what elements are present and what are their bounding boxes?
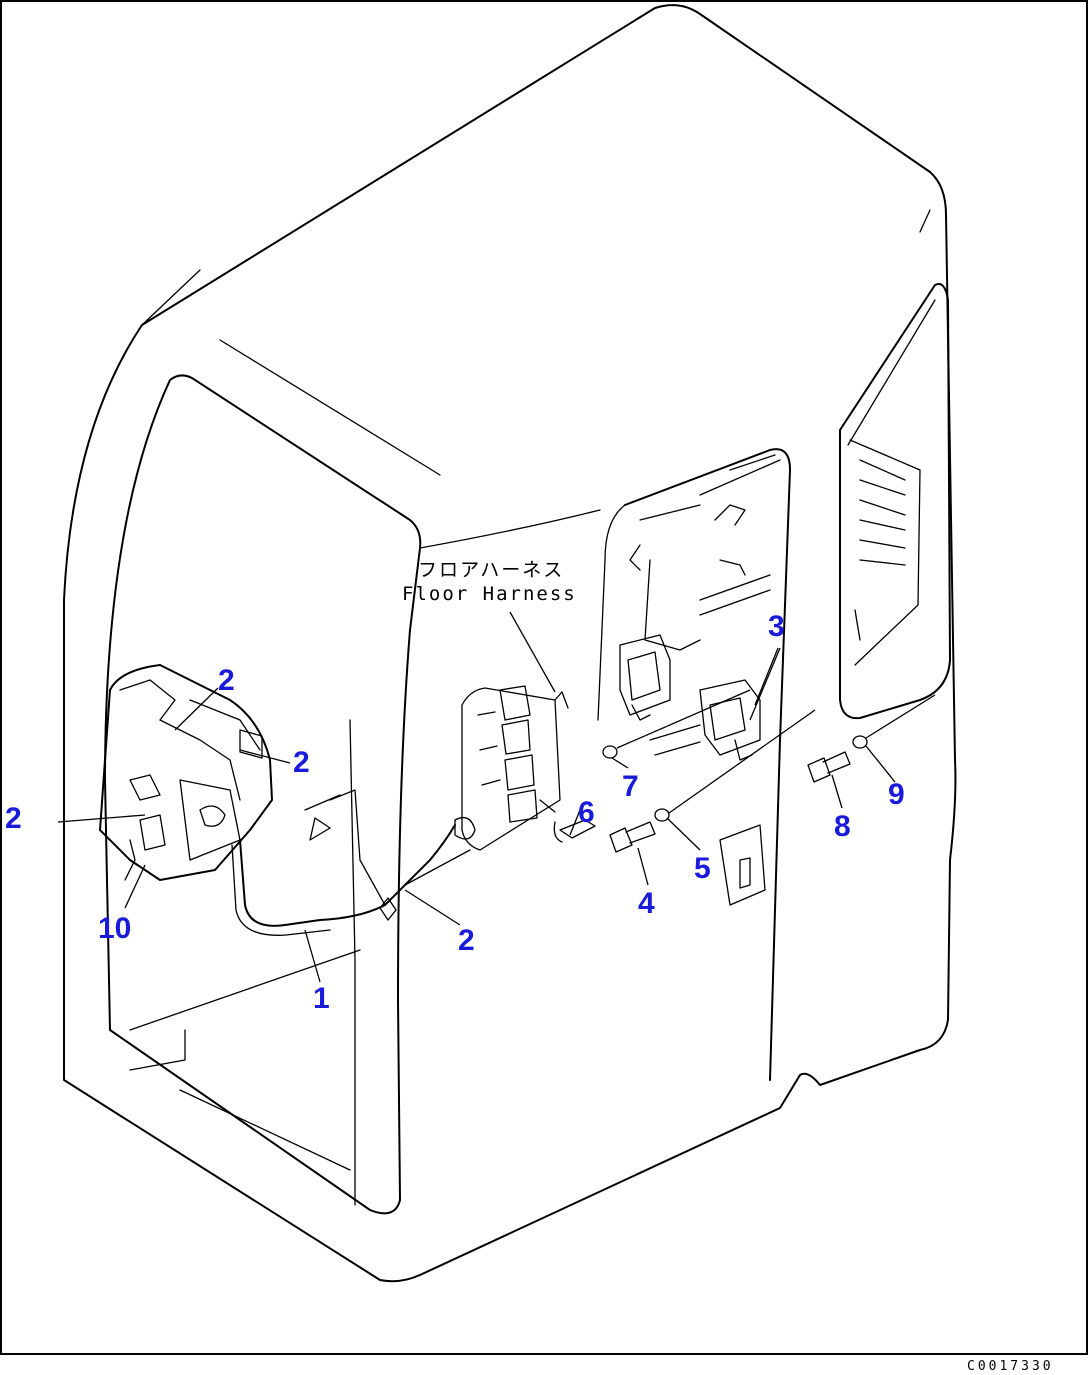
callout-4: 4 <box>638 887 655 920</box>
callout-9: 9 <box>888 778 905 811</box>
side-window <box>839 283 951 720</box>
bolt-8 <box>807 751 851 783</box>
callout-1: 1 <box>313 982 330 1015</box>
callout-3: 3 <box>768 610 785 643</box>
controller-left <box>619 634 671 721</box>
callout-7: 7 <box>622 770 639 803</box>
callout-2-bottom: 2 <box>458 924 475 957</box>
callout-2-right: 2 <box>293 746 310 779</box>
relay-block <box>461 685 569 851</box>
control-box <box>99 664 273 881</box>
callout-2-left: 2 <box>5 802 22 835</box>
cab-outline <box>63 4 957 1283</box>
washer-9 <box>852 735 868 749</box>
callout-8: 8 <box>834 810 851 843</box>
washer-5 <box>654 808 670 822</box>
door-opening <box>104 374 601 1215</box>
callout-10: 10 <box>98 912 131 945</box>
leader-lines <box>57 611 936 983</box>
callout-5: 5 <box>694 852 711 885</box>
callouts: 1 2 2 2 2 3 4 5 6 7 8 9 10 <box>5 610 905 1015</box>
callout-6: 6 <box>578 796 595 829</box>
wire-harness <box>231 789 476 936</box>
controller-right <box>699 679 761 761</box>
drawing-code: C0017330 <box>967 1359 1054 1374</box>
bolt-4 <box>609 821 656 853</box>
callout-2-top: 2 <box>218 664 235 697</box>
harness-note-jp: フロアハーネス <box>418 559 564 581</box>
harness-note-en: Floor Harness <box>402 583 577 605</box>
washer-7 <box>602 745 618 759</box>
rear-wall-panel <box>597 448 791 1081</box>
lower-bracket <box>649 724 766 906</box>
bolt-6 <box>553 819 596 843</box>
